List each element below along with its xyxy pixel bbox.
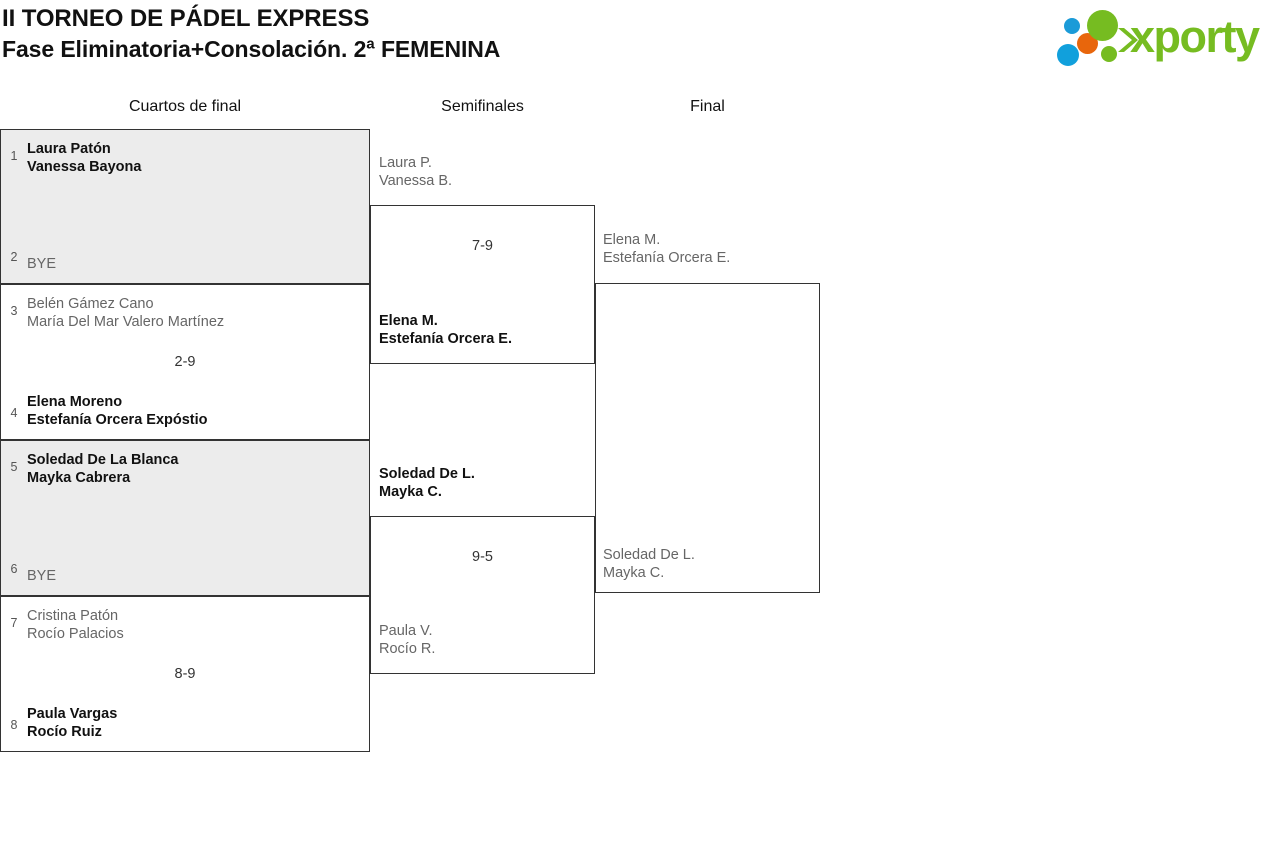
match-semifinal-1[interactable]: Laura P. Vanessa B. 7-9 Elena M. Estefan… (370, 155, 595, 364)
team-bottom[interactable]: Paula V. Rocío R. (371, 622, 594, 658)
match-quarterfinal-2[interactable]: 3 Belén Gámez Cano María Del Mar Valero … (0, 284, 370, 440)
seed-number: 1 (10, 149, 18, 163)
team-top[interactable]: Laura P. Vanessa B. (371, 154, 594, 190)
player-name: Cristina Patón (27, 608, 119, 624)
player-name: Estefanía Orcera E. (379, 331, 512, 347)
player-name: Soledad De La Blanca (27, 452, 179, 468)
team-top[interactable]: Cristina Patón Rocío Palacios (1, 607, 369, 643)
match-quarterfinal-4[interactable]: 7 Cristina Patón Rocío Palacios 8-9 8 Pa… (0, 596, 370, 752)
player-name: Elena M. (379, 313, 438, 329)
team-bottom[interactable]: Elena Moreno Estefanía Orcera Expóstio (1, 393, 369, 429)
player-name: Paula V. (379, 623, 433, 639)
logo-dot-green-small-icon (1101, 46, 1117, 62)
logo-dot-green-large-icon (1087, 10, 1118, 41)
player-name: Rocío R. (379, 641, 436, 657)
tournament-title: II TORNEO DE PÁDEL EXPRESS (2, 5, 370, 32)
player-name: Estefanía Orcera Expóstio (27, 412, 208, 428)
team-top[interactable]: Elena M. Estefanía Orcera E. (596, 231, 819, 267)
match-score: 9-5 (472, 549, 493, 565)
player-name: Elena M. (603, 232, 661, 248)
round-header-quarterfinals: Cuartos de final (128, 98, 242, 115)
seed-number: 4 (10, 406, 18, 420)
player-name: Mayka Cabrera (27, 470, 131, 486)
match-final[interactable]: Elena M. Estefanía Orcera E. Soledad De … (595, 232, 820, 593)
match-score: 7-9 (472, 238, 493, 254)
match-semifinal-2[interactable]: Soledad De L. Mayka C. 9-5 Paula V. Rocí… (370, 466, 595, 674)
tournament-header: II TORNEO DE PÁDEL EXPRESS Fase Eliminat… (0, 0, 1040, 64)
match-quarterfinal-1[interactable]: 1 Laura Patón Vanessa Bayona 2 BYE (0, 129, 370, 284)
team-bottom[interactable]: Soledad De L. Mayka C. (596, 546, 819, 582)
seed-number: 8 (10, 718, 18, 732)
tournament-subtitle: Fase Eliminatoria+Consolación. 2ª FEMENI… (2, 36, 501, 62)
player-name: Belén Gámez Cano (27, 296, 154, 312)
player-name: BYE (27, 568, 57, 584)
logo-dot-blue-top-icon (1064, 18, 1080, 34)
team-top[interactable]: Belén Gámez Cano María Del Mar Valero Ma… (1, 295, 369, 331)
seed-number: 5 (10, 460, 18, 474)
player-name: Vanessa B. (379, 173, 453, 189)
team-top[interactable]: Laura Patón Vanessa Bayona (1, 140, 369, 176)
player-name: Soledad De L. (379, 466, 475, 482)
team-bottom[interactable]: Elena M. Estefanía Orcera E. (371, 312, 594, 348)
logo-dot-blue-bottom-icon (1057, 44, 1079, 66)
player-name: Rocío Ruiz (27, 724, 102, 740)
match-score: 8-9 (174, 666, 196, 682)
player-name: Estefanía Orcera E. (603, 250, 731, 266)
xporty-logo[interactable]: xporty (1050, 6, 1274, 68)
player-name: Laura P. (379, 155, 432, 171)
seed-number: 2 (10, 250, 18, 264)
player-name: Soledad De L. (603, 547, 695, 563)
team-bottom[interactable]: BYE (1, 255, 369, 273)
player-name: Vanessa Bayona (27, 159, 142, 175)
player-name: Elena Moreno (27, 394, 123, 410)
match-quarterfinal-3[interactable]: 5 Soledad De La Blanca Mayka Cabrera 6 B… (0, 440, 370, 596)
seed-number: 3 (10, 304, 18, 318)
player-name: Mayka C. (379, 484, 442, 500)
logo-chevron-icon (1118, 28, 1138, 52)
player-name: BYE (27, 256, 57, 272)
player-name: Laura Patón (27, 141, 111, 157)
round-header-semifinals: Semifinales (441, 98, 524, 115)
team-bottom[interactable]: Paula Vargas Rocío Ruiz (1, 705, 369, 741)
team-top[interactable]: Soledad De La Blanca Mayka Cabrera (1, 451, 369, 487)
team-bottom[interactable]: BYE (1, 567, 369, 585)
player-name: Rocío Palacios (27, 626, 124, 642)
round-header-final: Final (690, 98, 725, 115)
seed-number: 6 (10, 562, 18, 576)
match-score: 2-9 (174, 354, 196, 370)
player-name: Mayka C. (603, 565, 665, 581)
logo-wordmark: xporty (1130, 11, 1260, 62)
player-name: Paula Vargas (27, 706, 118, 722)
player-name: María Del Mar Valero Martínez (27, 314, 225, 330)
logo-dots-icon (1056, 10, 1126, 66)
seed-number: 7 (10, 616, 18, 630)
team-top[interactable]: Soledad De L. Mayka C. (371, 465, 594, 501)
